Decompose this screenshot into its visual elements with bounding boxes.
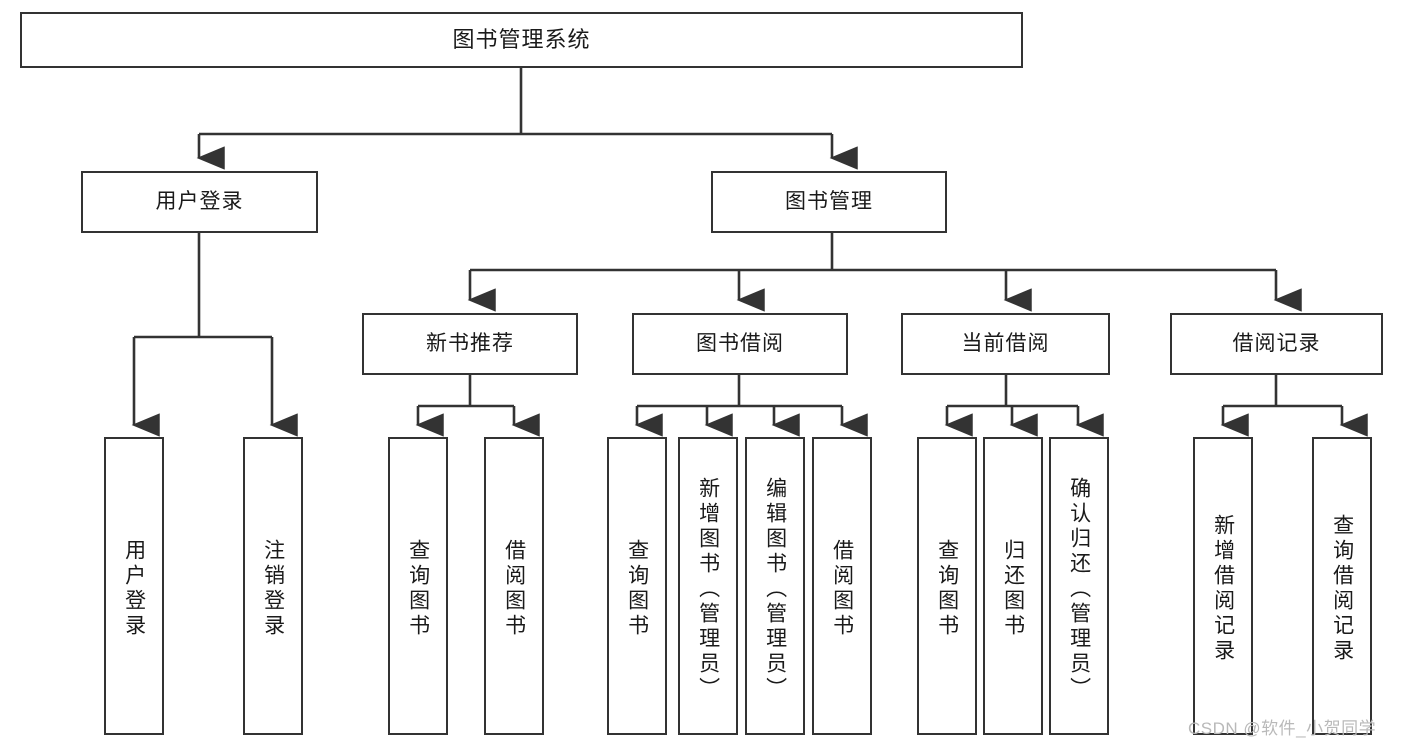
node-root-book-management-system[interactable]: 图书管理系统	[20, 12, 1023, 68]
node-label: 借阅图书	[830, 539, 854, 639]
node-label: 编辑图书（管理员）	[763, 476, 787, 702]
leaf-confirm-return-admin[interactable]: 确认归还（管理员）	[1049, 437, 1109, 735]
node-label: 查询借阅记录	[1330, 514, 1354, 664]
node-label: 图书管理	[785, 189, 873, 213]
node-label: 当前借阅	[961, 331, 1050, 355]
node-label: 查询图书	[935, 539, 959, 639]
leaf-query-borrow-record[interactable]: 查询借阅记录	[1312, 437, 1372, 735]
node-book-management[interactable]: 图书管理	[711, 171, 947, 233]
node-current-borrow[interactable]: 当前借阅	[901, 313, 1110, 375]
leaf-add-borrow-record[interactable]: 新增借阅记录	[1193, 437, 1253, 735]
leaf-user-login[interactable]: 用户登录	[104, 437, 164, 735]
leaf-borrow-book[interactable]: 借阅图书	[812, 437, 872, 735]
node-label: 用户登录	[122, 539, 146, 639]
leaf-add-book-admin[interactable]: 新增图书（管理员）	[678, 437, 738, 735]
node-label: 图书借阅	[696, 331, 784, 355]
node-label: 查询图书	[625, 539, 649, 639]
node-label: 借阅图书	[502, 539, 526, 639]
node-borrow-record[interactable]: 借阅记录	[1170, 313, 1383, 375]
leaf-edit-book-admin[interactable]: 编辑图书（管理员）	[745, 437, 805, 735]
node-label: 查询图书	[406, 539, 430, 639]
node-label: 图书管理系统	[452, 27, 591, 53]
node-book-borrow[interactable]: 图书借阅	[632, 313, 848, 375]
node-user-login[interactable]: 用户登录	[81, 171, 318, 233]
leaf-return-book[interactable]: 归还图书	[983, 437, 1043, 735]
leaf-logout-login[interactable]: 注销登录	[243, 437, 303, 735]
node-label: 用户登录	[155, 189, 244, 213]
leaf-query-book-current[interactable]: 查询图书	[917, 437, 977, 735]
node-label: 新增图书（管理员）	[696, 476, 720, 702]
node-label: 借阅记录	[1232, 331, 1321, 355]
leaf-borrow-book-recommend[interactable]: 借阅图书	[484, 437, 544, 735]
node-label: 注销登录	[261, 539, 285, 639]
node-label: 确认归还（管理员）	[1067, 476, 1091, 702]
node-label: 新书推荐	[426, 331, 514, 355]
leaf-query-book-borrow[interactable]: 查询图书	[607, 437, 667, 735]
watermark: CSDN @软件_小贺同学	[1188, 719, 1377, 738]
node-label: 归还图书	[1001, 539, 1025, 639]
node-label: 新增借阅记录	[1211, 514, 1235, 664]
leaf-query-book-recommend[interactable]: 查询图书	[388, 437, 448, 735]
node-new-book-recommend[interactable]: 新书推荐	[362, 313, 578, 375]
